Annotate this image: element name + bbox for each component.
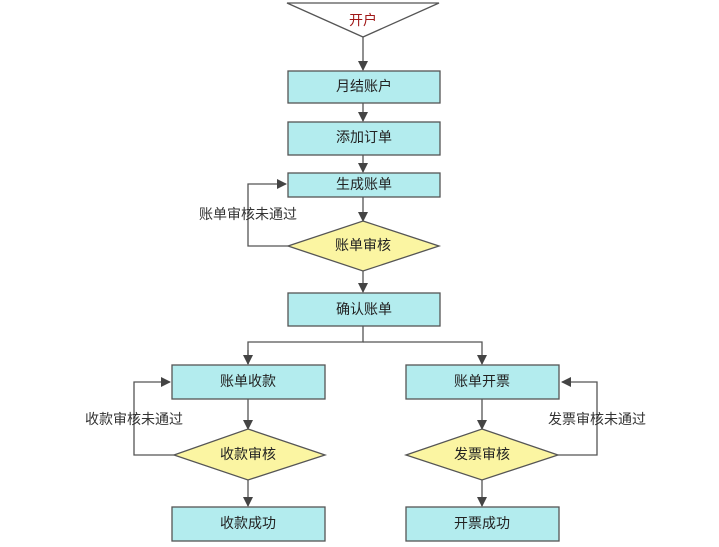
invoice-success-label: 开票成功 <box>454 516 510 532</box>
node-payment-review: 收款审核 <box>172 428 328 481</box>
process-box <box>171 506 326 542</box>
bill-review-label: 账单审核 <box>335 238 391 254</box>
payment-success-label: 收款成功 <box>220 516 276 532</box>
node-payment-success: 收款成功 <box>171 506 326 542</box>
edge-confirm-split <box>247 326 364 364</box>
connectors <box>133 37 598 507</box>
edge-confirm-split-right <box>363 341 487 365</box>
node-invoice-success: 开票成功 <box>405 506 560 542</box>
process-box <box>171 364 326 400</box>
node-generate-bill: 生成账单 <box>287 172 441 198</box>
node-start: 开户 <box>286 2 440 38</box>
process-box <box>287 70 441 104</box>
process-box <box>287 121 441 156</box>
decision-diamond <box>172 428 328 481</box>
generate-bill-label: 生成账单 <box>336 177 392 193</box>
node-confirm-bill: 确认账单 <box>287 292 441 327</box>
edge-label-invoice-review-rejected: 发票审核未通过 <box>548 412 646 428</box>
bill-payment-label: 账单收款 <box>220 374 276 390</box>
node-bill-review: 账单审核 <box>285 220 442 272</box>
node-bill-invoice: 账单开票 <box>405 364 560 400</box>
process-box <box>287 172 441 198</box>
start-label: 开户 <box>349 12 377 29</box>
decision-diamond <box>403 428 561 481</box>
process-box <box>405 506 560 542</box>
monthly-account-label: 月结账户 <box>336 78 392 95</box>
node-bill-payment: 账单收款 <box>171 364 326 400</box>
node-add-order: 添加订单 <box>287 121 441 156</box>
process-box <box>287 292 441 327</box>
add-order-label: 添加订单 <box>336 130 392 146</box>
process-box <box>405 364 560 400</box>
payment-review-label: 收款审核 <box>220 447 276 463</box>
confirm-bill-label: 确认账单 <box>336 302 392 318</box>
decision-diamond <box>285 220 442 272</box>
invoice-review-label: 发票审核 <box>454 447 510 463</box>
start-shape <box>286 2 440 38</box>
edge-invoice-review-loop <box>558 377 598 456</box>
edge-label-bill-review-rejected: 账单审核未通过 <box>199 207 297 223</box>
node-monthly-account: 月结账户 <box>287 70 441 104</box>
edge-payment-review-loop <box>133 377 174 456</box>
edge-label-payment-review-rejected: 收款审核未通过 <box>85 412 183 428</box>
node-invoice-review: 发票审核 <box>403 428 561 481</box>
edge-bill-review-loop <box>247 179 288 247</box>
bill-invoice-label: 账单开票 <box>454 374 510 390</box>
